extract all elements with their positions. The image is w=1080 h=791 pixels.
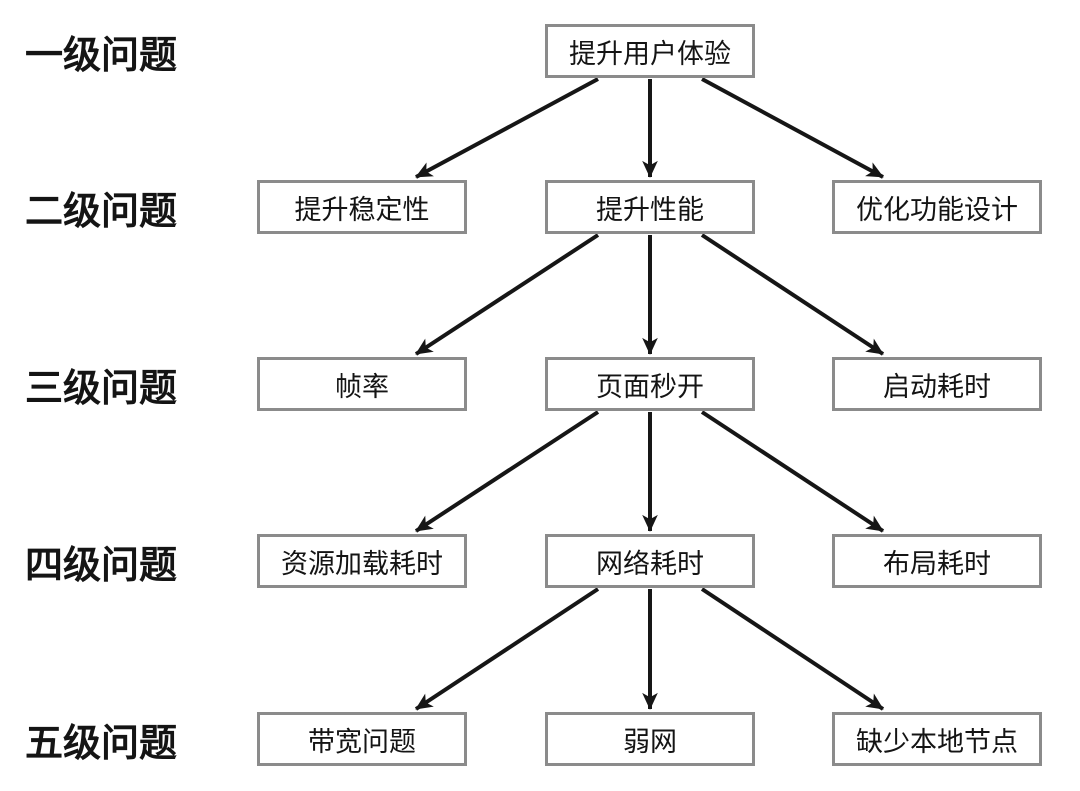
edge-l1_mid-to-l2_left [415, 77, 599, 179]
node-frame-rate: 帧率 [257, 357, 467, 411]
node-resource-load-time: 资源加载耗时 [257, 534, 467, 588]
node-improve-stability: 提升稳定性 [257, 180, 467, 234]
node-lack-local-nodes: 缺少本地节点 [832, 712, 1042, 766]
node-bandwidth-problem: 带宽问题 [257, 712, 467, 766]
edge-l3_mid-to-l4_left [414, 410, 600, 533]
row-label-level-4: 四级问题 [25, 544, 178, 587]
node-weak-network: 弱网 [545, 712, 755, 766]
node-layout-time: 布局耗时 [832, 534, 1042, 588]
edge-l2_mid-to-l3_right [700, 233, 885, 356]
node-network-time: 网络耗时 [545, 534, 755, 588]
edge-l2_mid-to-l3_left [414, 233, 600, 356]
node-startup-time: 启动耗时 [832, 357, 1042, 411]
node-page-instant-open: 页面秒开 [545, 357, 755, 411]
node-improve-user-experience: 提升用户体验 [545, 24, 755, 78]
edge-l3_mid-to-l4_right [700, 410, 885, 533]
edge-l4_mid-to-l5_left [414, 587, 600, 711]
row-label-level-3: 三级问题 [25, 367, 178, 410]
edge-l1_mid-to-l2_right [701, 77, 884, 179]
row-label-level-5: 五级问题 [25, 722, 178, 765]
row-label-level-2: 二级问题 [25, 190, 178, 233]
edge-l4_mid-to-l5_right [700, 587, 885, 711]
node-optimize-feature-design: 优化功能设计 [832, 180, 1042, 234]
node-improve-performance: 提升性能 [545, 180, 755, 234]
row-label-level-1: 一级问题 [25, 34, 178, 77]
